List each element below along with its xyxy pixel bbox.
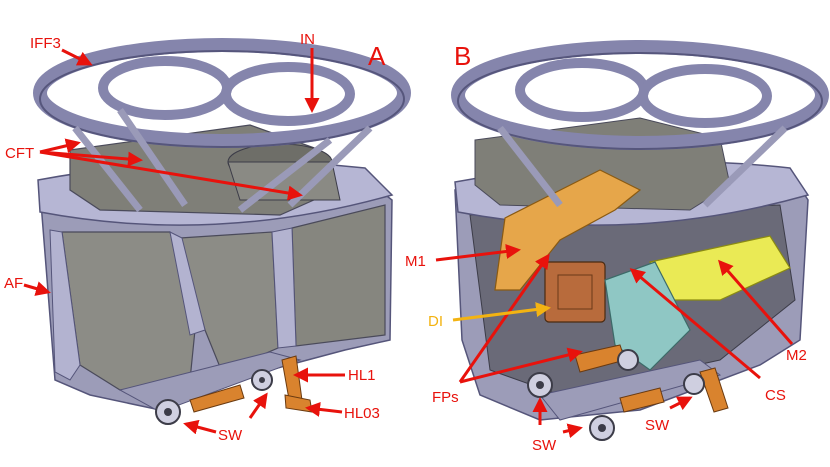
arrow-sw-b3: [669, 396, 693, 411]
hinge-leg-a3: [189, 384, 245, 413]
ring-hole-left-b: [515, 58, 649, 122]
arrow-af: [23, 281, 51, 296]
label-af: AF: [4, 275, 23, 292]
instrument-b: [451, 40, 829, 441]
arrow-iff3: [61, 48, 93, 66]
interface-ring-a: [33, 38, 411, 148]
arrow-sw-a2: [248, 392, 268, 419]
strut-a3: [287, 125, 373, 208]
mirror-m1: [494, 169, 642, 291]
strut-a1: [72, 125, 143, 213]
label-sw-a: SW: [218, 427, 243, 444]
label-hl03: HL03: [344, 405, 380, 422]
arrow-cft-3: [39, 150, 303, 201]
label-in: IN: [300, 31, 315, 48]
hinge-leg-b2: [699, 367, 729, 413]
label-sw-b1: SW: [532, 437, 557, 454]
arrow-fps-2: [459, 347, 583, 384]
interface-ring-a-edge: [39, 50, 405, 148]
detector-grid: [557, 274, 593, 310]
spool-wheel-b4: [683, 373, 705, 395]
label-iff3: IFF3: [30, 35, 61, 52]
arrow-cft-1: [39, 138, 81, 154]
arrow-sw-b1: [562, 423, 583, 439]
frame-strip-a3: [271, 227, 297, 349]
arrow-hl03: [305, 401, 343, 417]
spool-wheel-b3: [617, 349, 639, 371]
strut-b1: [497, 125, 563, 208]
interface-ring-b: [451, 40, 829, 150]
label-cs: CS: [765, 387, 786, 404]
baffle-body-a: [227, 161, 341, 201]
arrow-sw-a1: [183, 419, 217, 435]
annotation-arrows: [23, 48, 794, 439]
label-sw-b2: SW: [645, 417, 670, 434]
hinge-leg-b3: [619, 387, 665, 413]
base-plate-b: [539, 359, 722, 421]
arrow-fps-1: [458, 253, 550, 383]
arrow-m2: [718, 259, 794, 345]
panel-letter-a: A: [368, 41, 386, 71]
cold-stop-cs: [604, 261, 691, 371]
spool-wheel-a2-hub: [259, 377, 265, 383]
arrow-di: [452, 302, 551, 322]
spool-wheel-b2-hub: [598, 424, 606, 432]
label-m1: M1: [405, 253, 426, 270]
detector-di: [544, 261, 606, 323]
instrument-a: [33, 38, 411, 425]
ring-hole-right-a: [221, 62, 355, 126]
cover-panel-a3: [291, 204, 386, 347]
base-plate-a: [118, 351, 302, 413]
strut-a4: [237, 137, 333, 213]
label-cft: CFT: [5, 145, 34, 162]
ring-hole-right-b: [638, 64, 772, 128]
label-di: DI: [428, 313, 443, 330]
ring-hole-left-a: [98, 56, 232, 120]
arrow-m1: [435, 244, 521, 262]
label-hl1: HL1: [348, 367, 376, 384]
arrow-cs: [629, 268, 761, 380]
strut-a2: [117, 108, 188, 207]
spool-wheel-a1-hub: [164, 408, 172, 416]
frame-strip-a1: [49, 229, 81, 381]
label-m2: M2: [786, 347, 807, 364]
panel-letter-b: B: [454, 41, 471, 71]
strut-b2: [702, 125, 788, 208]
frame-strip-a2: [169, 231, 206, 336]
interface-ring-b-edge: [457, 52, 823, 150]
spool-wheel-b1-hub: [536, 381, 544, 389]
label-fps: FPs: [432, 389, 459, 406]
